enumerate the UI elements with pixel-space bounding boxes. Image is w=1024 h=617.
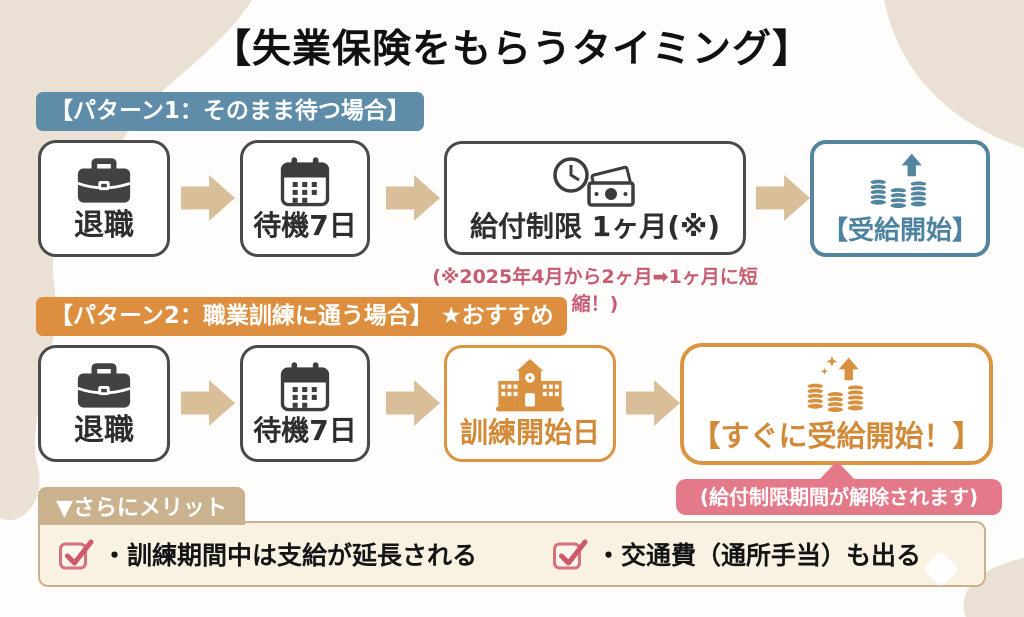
step-label: 退職 xyxy=(74,412,134,448)
coins-up-icon xyxy=(869,153,928,210)
pattern2-badge: (給付制限期間が解除されます) xyxy=(676,479,1002,515)
step-label: 退職 xyxy=(74,207,134,243)
step-box-resign-1: 退職 xyxy=(38,140,170,257)
school-icon xyxy=(495,358,565,411)
merit-item-text: ・訓練期間中は支給が延長される xyxy=(102,541,478,570)
step-box-wait7-2: 待機7日 xyxy=(240,345,370,462)
pattern1-note: (※2025年4月から2ヶ月➡1ヶ月に短縮！) xyxy=(432,266,758,315)
step-box-benefit-restriction: 給付制限 1ヶ月(※) xyxy=(444,141,746,255)
merit-item-text: ・交通費（通所手当）も出る xyxy=(596,541,922,570)
checkbox-checked-icon xyxy=(553,539,588,570)
step-label: 【すぐに受給開始！】 xyxy=(691,418,982,453)
step-label: 給付制限 1ヶ月(※) xyxy=(469,210,721,244)
coins-up-sparkle-icon xyxy=(805,355,864,414)
merit-item-1: ・訓練期間中は支給が延長される xyxy=(58,536,477,572)
merit-item-2: ・交通費（通所手当）も出る xyxy=(552,536,921,572)
step-box-resign-2: 退職 xyxy=(38,345,170,462)
calendar-icon xyxy=(280,156,330,206)
calendar-icon xyxy=(280,361,330,411)
step-box-wait7-1: 待機7日 xyxy=(240,140,370,257)
step-label: 訓練開始日 xyxy=(459,415,600,449)
briefcase-icon xyxy=(77,157,131,203)
step-box-training-start: 訓練開始日 xyxy=(444,345,616,462)
bottom-right-blob xyxy=(963,558,1024,617)
merit-panel xyxy=(38,521,986,587)
step-label: 待機7日 xyxy=(253,208,357,242)
step-box-immediate-benefit-start: 【すぐに受給開始！】 xyxy=(680,343,993,465)
merit-header: ▼さらにメリット xyxy=(38,487,245,525)
top-right-blob xyxy=(884,0,1024,148)
briefcase-icon xyxy=(77,362,131,408)
clock-money-icon xyxy=(553,157,635,207)
step-label: 待機7日 xyxy=(253,413,357,447)
page-title: 【失業保険をもらうタイミング】 xyxy=(211,27,812,72)
pattern2-header: 【パターン2：職業訓練に通う場合】 ★おすすめ xyxy=(36,297,568,337)
step-label: 【受給開始】 xyxy=(821,215,978,246)
checkbox-checked-icon xyxy=(59,539,94,570)
pattern1-header: 【パターン1：そのまま待つ場合】 xyxy=(36,92,424,132)
step-box-benefit-start: 【受給開始】 xyxy=(810,140,990,257)
